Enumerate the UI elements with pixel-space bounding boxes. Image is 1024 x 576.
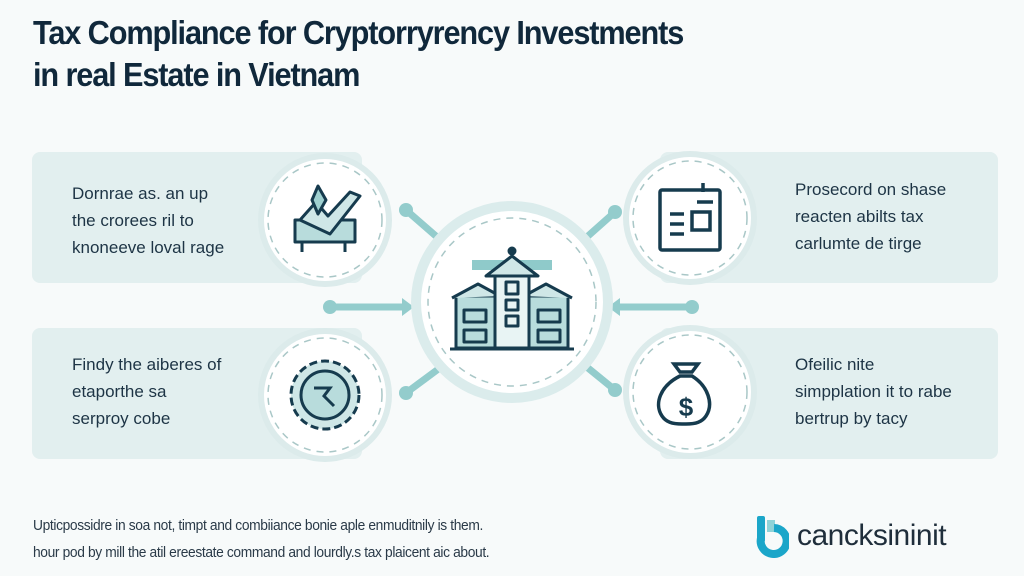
card-line: Findy the aiberes of xyxy=(72,355,222,374)
card-line: reacten abilts tax xyxy=(795,207,924,226)
card-text-bottom-right: Ofeilic nite simpplation it to rabe bert… xyxy=(795,351,952,432)
card-text-bottom-left: Findy the aiberes of etaporthe sa serpro… xyxy=(72,351,221,432)
logo-text: cancksininit xyxy=(797,519,947,552)
card-line: bertrup by tacy xyxy=(795,409,908,428)
footer-text: Upticpossidre in soa not, timpt and comb… xyxy=(33,512,490,566)
brand-logo: cancksininit xyxy=(755,514,947,558)
circle-top-right xyxy=(623,151,757,285)
building-icon xyxy=(450,246,574,351)
gear-coin-icon xyxy=(289,359,361,431)
svg-text:$: $ xyxy=(679,392,694,422)
title-line-2: in real Estate in Vietnam xyxy=(33,56,360,93)
card-line: the crorees ril to xyxy=(72,211,194,230)
chart-hand-icon xyxy=(293,184,362,252)
title-line-1: Tax Compliance for Cryptorryrency Invest… xyxy=(33,14,684,51)
money-bag-icon: $ xyxy=(656,362,712,426)
card-line: Prosecord on shase xyxy=(795,180,947,199)
page-title: Tax Compliance for Cryptorryrency Invest… xyxy=(33,12,684,96)
card-line: Dornrae as. an up xyxy=(72,184,209,203)
card-line: etaporthe sa xyxy=(72,382,167,401)
card-line: knoneeve loval rage xyxy=(72,238,225,257)
card-line: Ofeilic nite xyxy=(795,355,875,374)
circle-bottom-right xyxy=(623,325,757,459)
footer-line-1: Upticpossidre in soa not, timpt and comb… xyxy=(33,517,483,534)
footer-line-2: hour pod by mill the atil ereestate comm… xyxy=(33,544,490,561)
logo-icon xyxy=(756,516,789,558)
card-line: simpplation it to rabe xyxy=(795,382,952,401)
card-text-top-left: Dornrae as. an up the crorees ril to kno… xyxy=(72,180,224,261)
document-icon xyxy=(658,183,722,252)
card-line: carlumte de tirge xyxy=(795,234,922,253)
card-line: serproy cobe xyxy=(72,409,171,428)
card-text-top-right: Prosecord on shase reacten abilts tax ca… xyxy=(795,176,946,257)
